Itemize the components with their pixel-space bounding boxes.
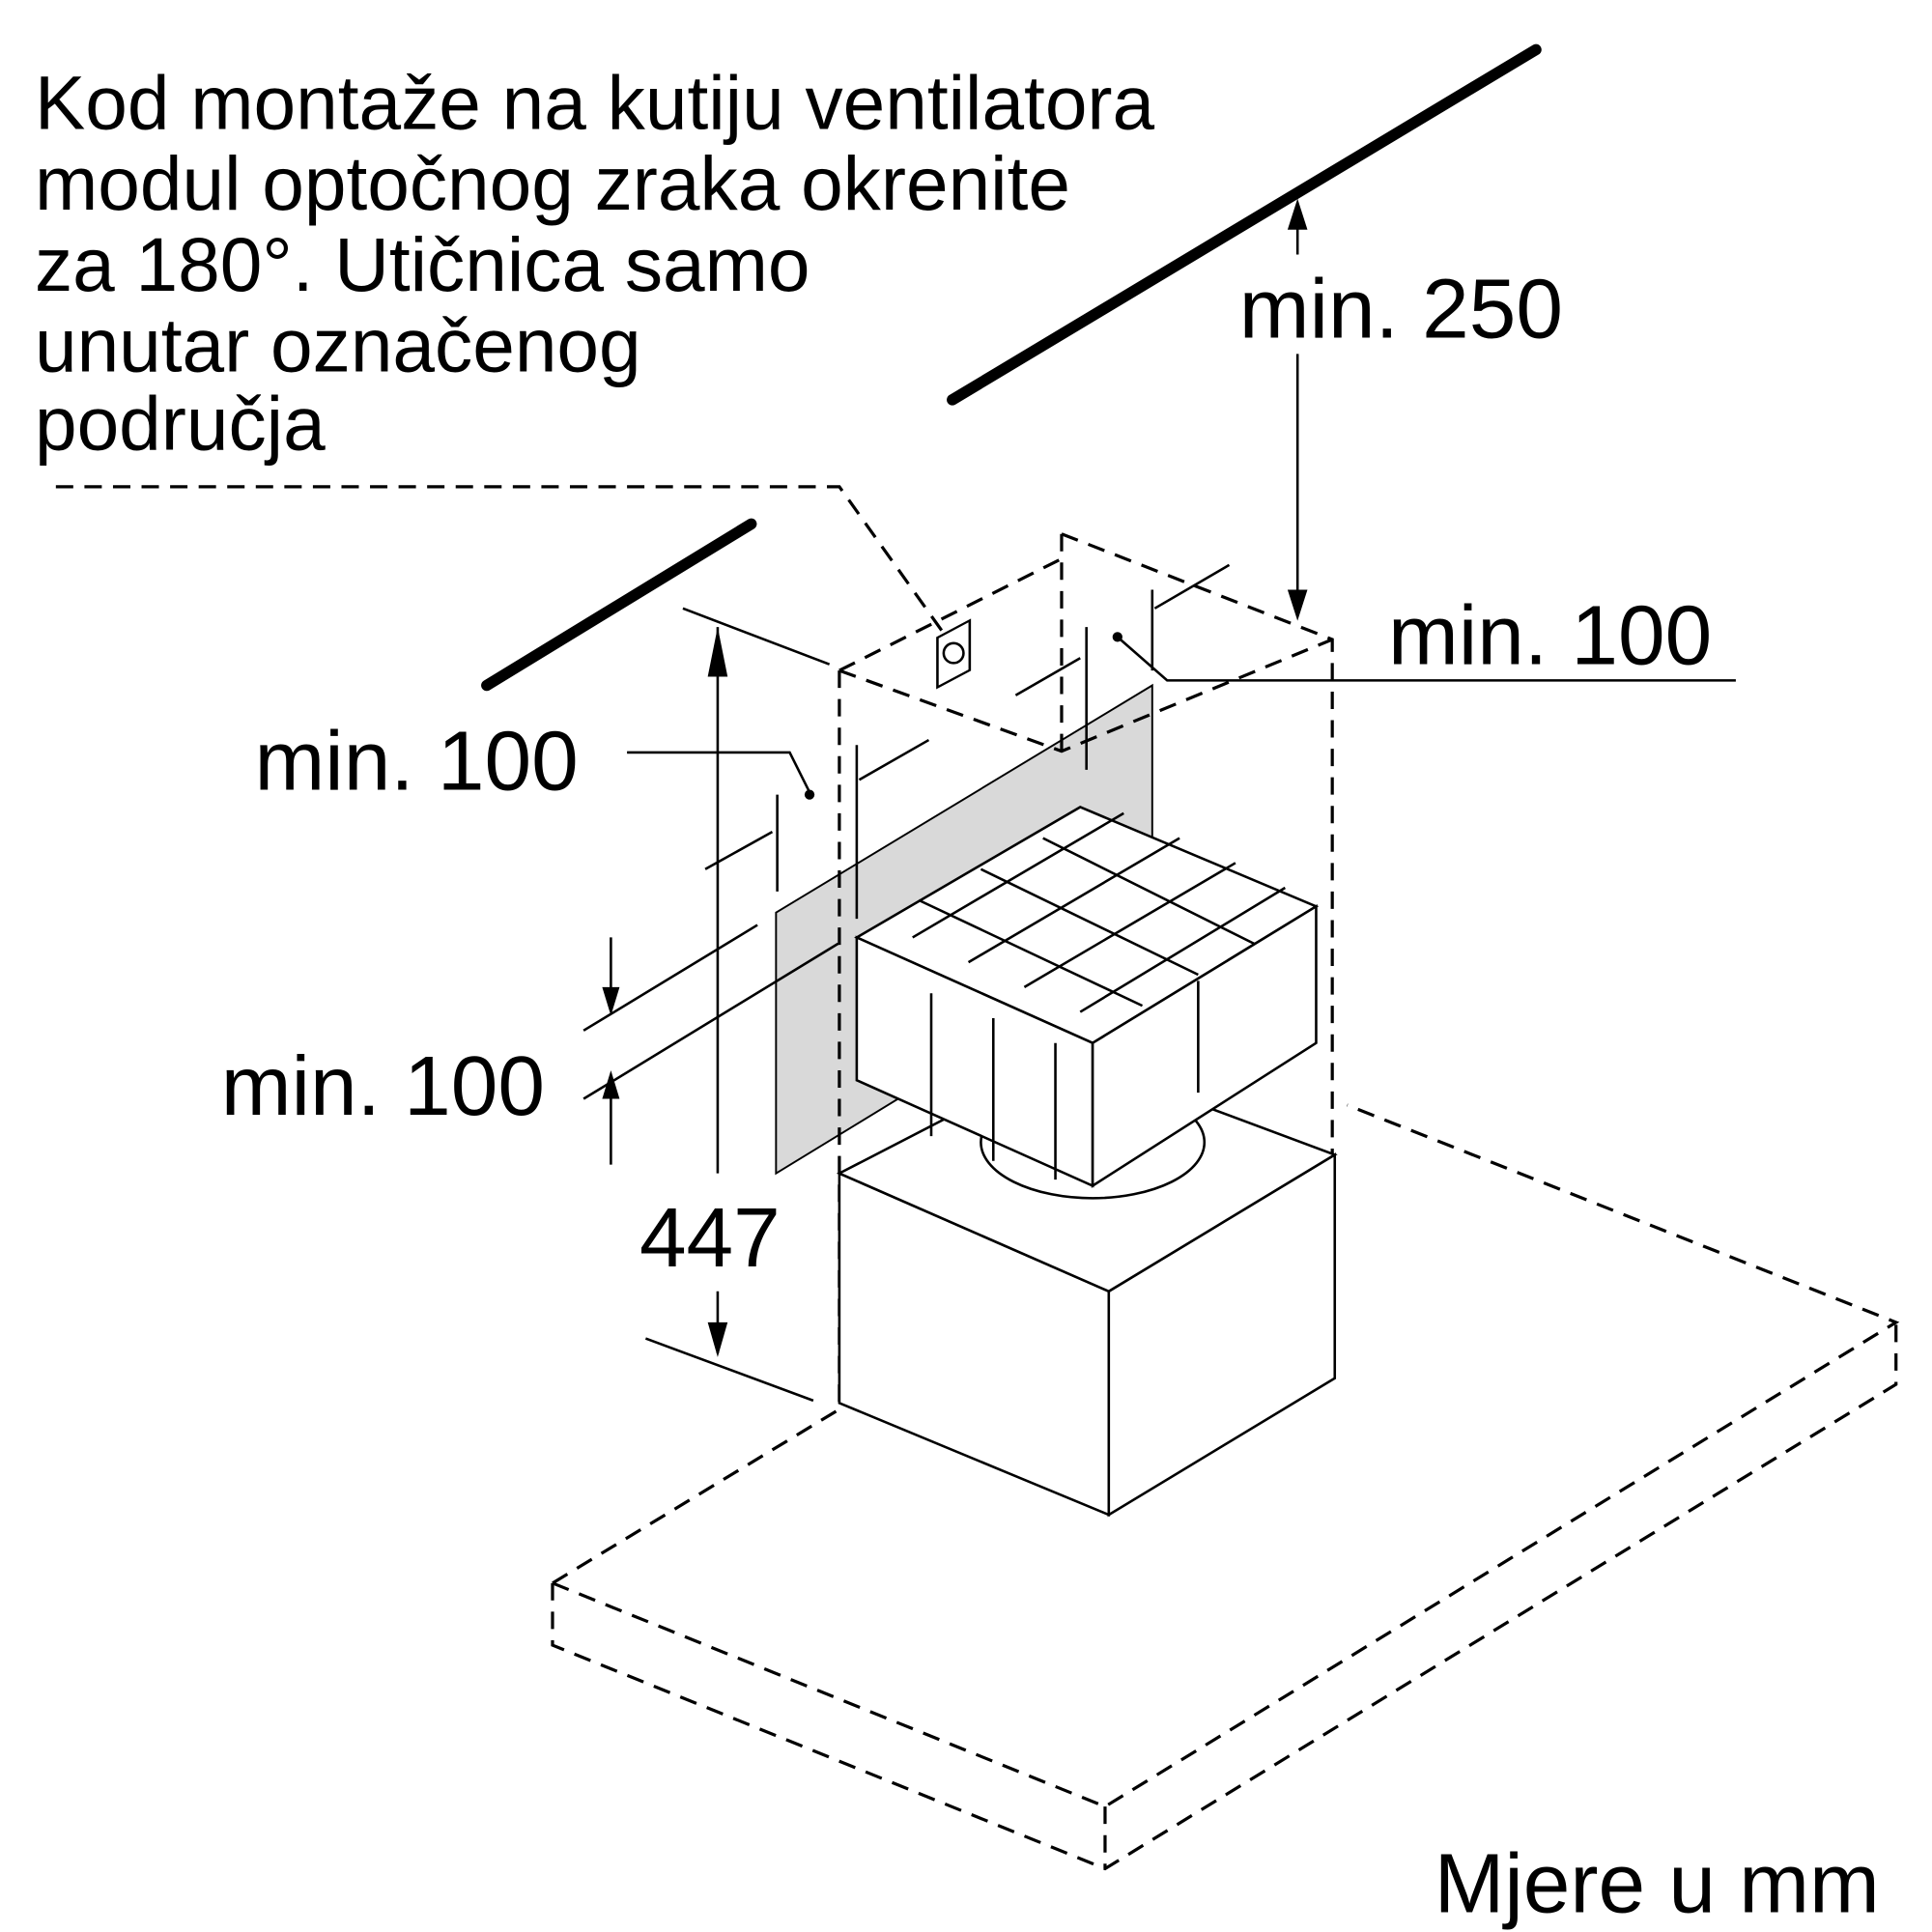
extension-line — [644, 1337, 814, 1403]
hood-canopy-outline — [551, 1103, 1900, 1871]
instruction-line: za 180°. Utičnica samo — [35, 222, 810, 307]
dimension-line — [1153, 563, 1231, 610]
dimension-line — [858, 738, 930, 781]
recirculation-module — [854, 806, 1320, 1200]
dimension-line — [704, 831, 774, 870]
arrow-icon — [1287, 198, 1308, 230]
leader-line — [1116, 636, 1736, 682]
height-label: 447 — [639, 1190, 781, 1285]
lower-clearance-label: min. 100 — [221, 1038, 545, 1133]
socket-icon — [936, 618, 972, 690]
top-clearance-label: min. 250 — [1239, 262, 1563, 356]
arrow-icon — [707, 1321, 728, 1357]
arrow-icon — [602, 1069, 620, 1099]
dimension-line — [1014, 657, 1081, 696]
socket-area-leader — [55, 485, 946, 635]
leader-dot — [1112, 632, 1122, 642]
units-note: Mjere u mm — [1435, 1835, 1880, 1930]
leader-line — [627, 751, 811, 793]
wall-line — [481, 518, 757, 692]
instruction-line: područja — [35, 381, 326, 466]
leader-dot — [804, 789, 815, 800]
socket-symbol — [942, 641, 965, 665]
instruction-line: modul optočnog zraka okrenite — [35, 141, 1070, 226]
instruction-line: unutar označenog — [35, 302, 641, 387]
instruction-line: Kod montaže na kutiju ventilatora — [35, 61, 1155, 146]
right-clearance-label: min. 100 — [1388, 588, 1712, 683]
extension-line — [682, 607, 831, 666]
extension-line — [582, 942, 839, 1100]
left-clearance-label: min. 100 — [254, 713, 578, 808]
arrow-icon — [602, 986, 620, 1016]
arrow-icon — [707, 627, 728, 677]
arrow-icon — [1287, 589, 1308, 621]
extension-line — [582, 923, 758, 1032]
ceiling-line — [947, 43, 1542, 406]
instruction-text: Kod montaže na kutiju ventilatora modul … — [35, 61, 1155, 467]
